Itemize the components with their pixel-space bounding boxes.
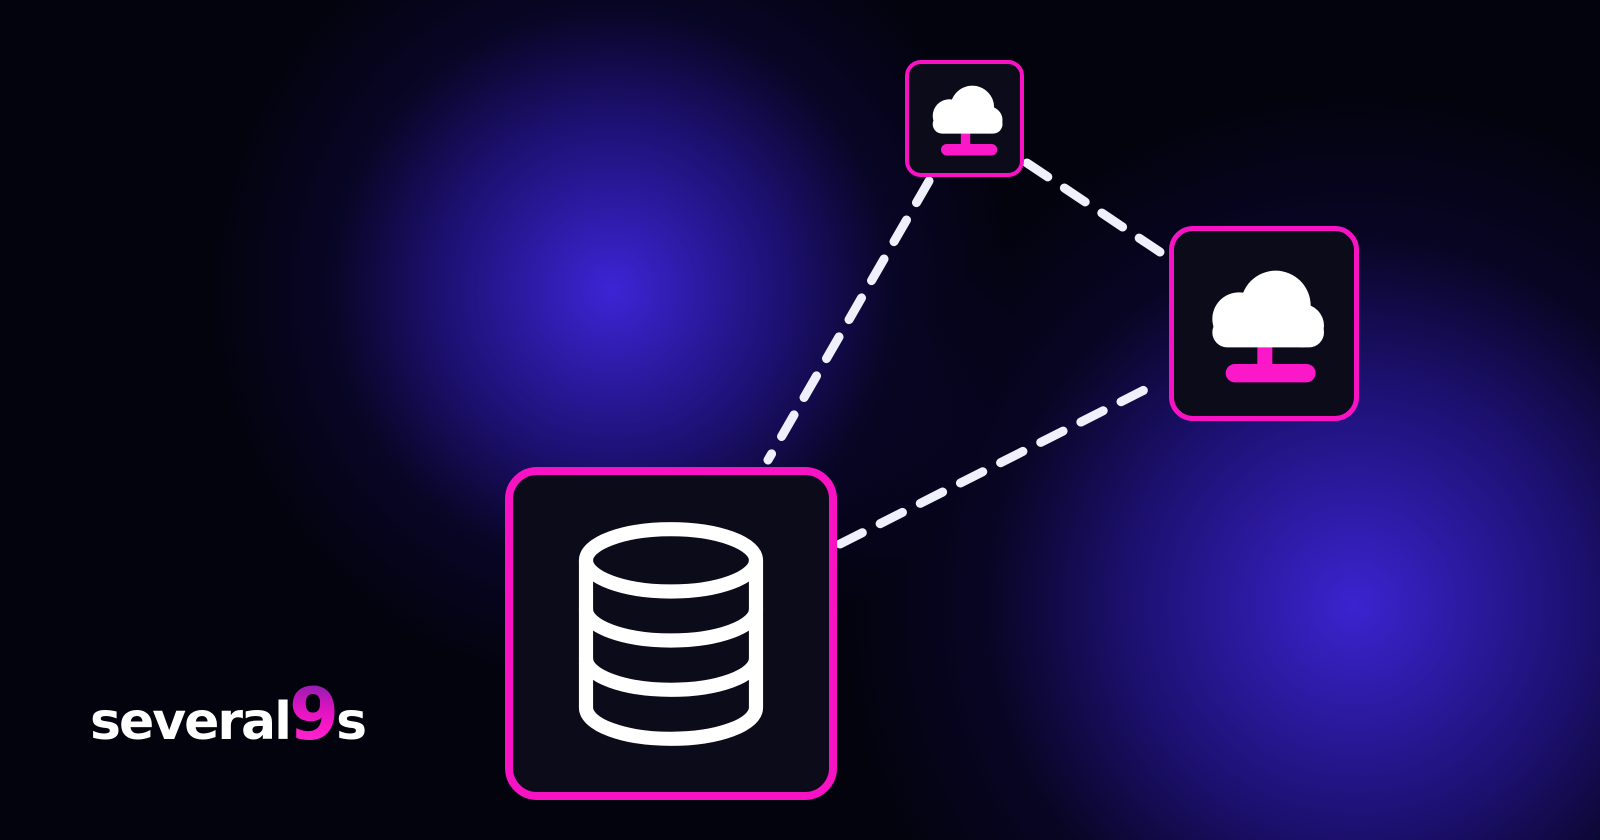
cloud-network-icon <box>932 85 1002 155</box>
database-icon <box>578 521 764 746</box>
edge-small-cloud-to-large-cloud <box>1022 158 1168 259</box>
node-cloud-small <box>905 60 1024 177</box>
edge-database-to-large-cloud <box>835 377 1165 549</box>
logo-text-prefix: several <box>90 692 292 752</box>
cloud-network-icon <box>1212 270 1324 382</box>
node-cloud-large <box>1169 226 1359 421</box>
edge-small-cloud-to-database <box>763 176 934 465</box>
logo-text-suffix: s <box>336 692 367 752</box>
brand-logo: several 9 s <box>90 672 367 756</box>
logo-accent-9: 9 <box>288 672 339 756</box>
node-database <box>505 467 837 800</box>
